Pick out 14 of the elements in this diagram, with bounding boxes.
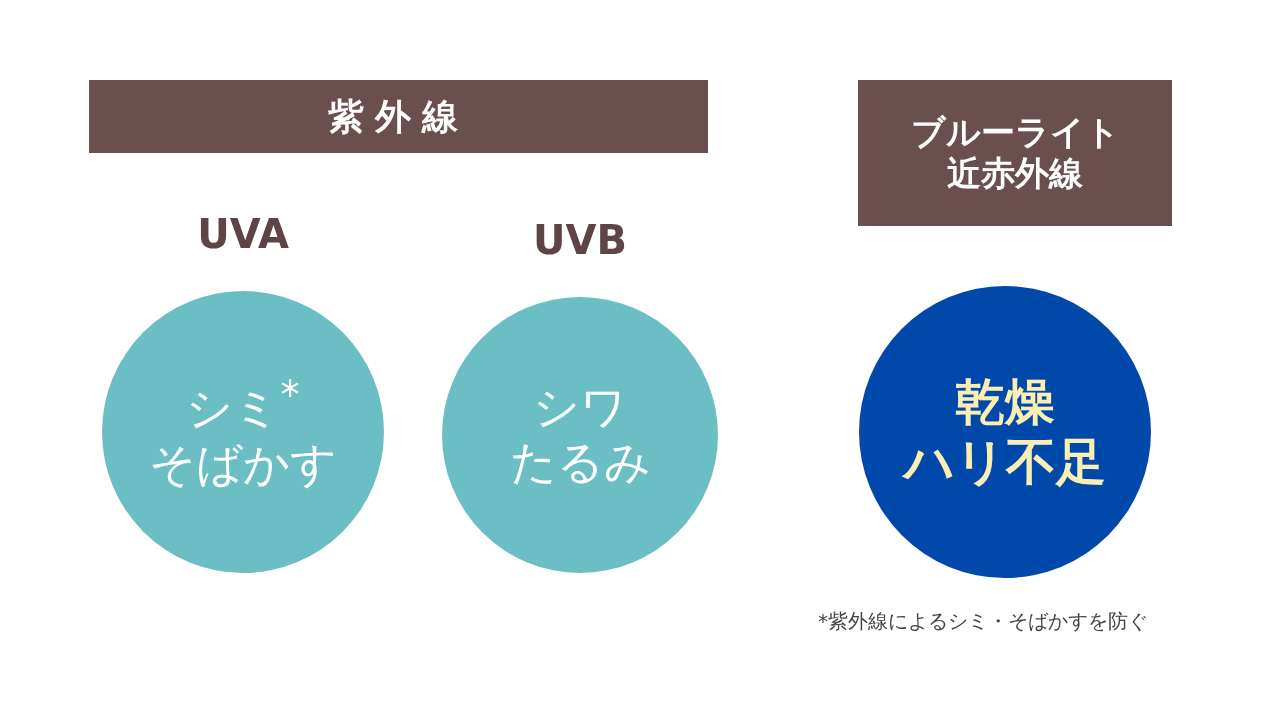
category-heading: UVB (532, 217, 628, 263)
circle-label: シワ (533, 379, 627, 435)
circle-label: ハリ不足 (904, 432, 1106, 492)
title-banner (89, 80, 708, 153)
category-heading: UVA (196, 211, 290, 257)
footnote: *紫外線によるシミ・そばかすを防ぐ (818, 608, 1148, 635)
circle-label: たるみ (509, 435, 651, 491)
banner-title: ブルーライト (910, 112, 1120, 153)
circle-label: そばかす (149, 436, 337, 492)
title-banner (858, 80, 1172, 226)
circle-label: 乾燥 (955, 372, 1055, 432)
banner-title: 紫外線 (328, 94, 469, 139)
circle-label: シミ$^{*}$ (186, 372, 300, 437)
banner-title: 近赤外線 (947, 153, 1083, 194)
